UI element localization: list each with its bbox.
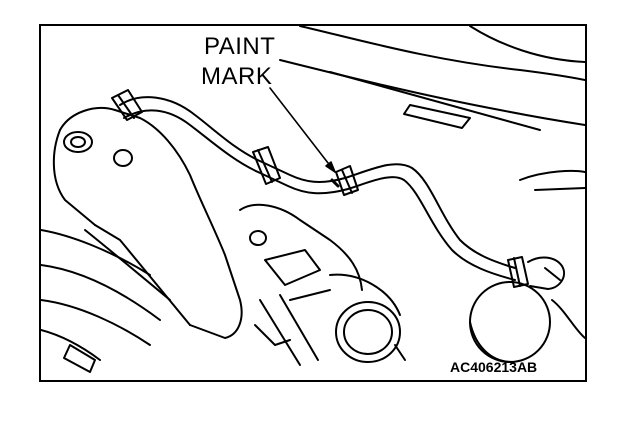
round-component bbox=[469, 281, 585, 363]
throttle-body bbox=[239, 203, 406, 366]
callout-label-line2: MARK bbox=[201, 63, 273, 90]
callout-label-line1: PAINT bbox=[204, 33, 276, 60]
engine-cover bbox=[279, 26, 585, 191]
intake-manifold bbox=[41, 107, 243, 373]
figure-code: AC406213AB bbox=[450, 359, 538, 375]
hose bbox=[111, 89, 566, 290]
diagram-frame bbox=[39, 24, 587, 382]
leader-arrow bbox=[269, 87, 336, 173]
